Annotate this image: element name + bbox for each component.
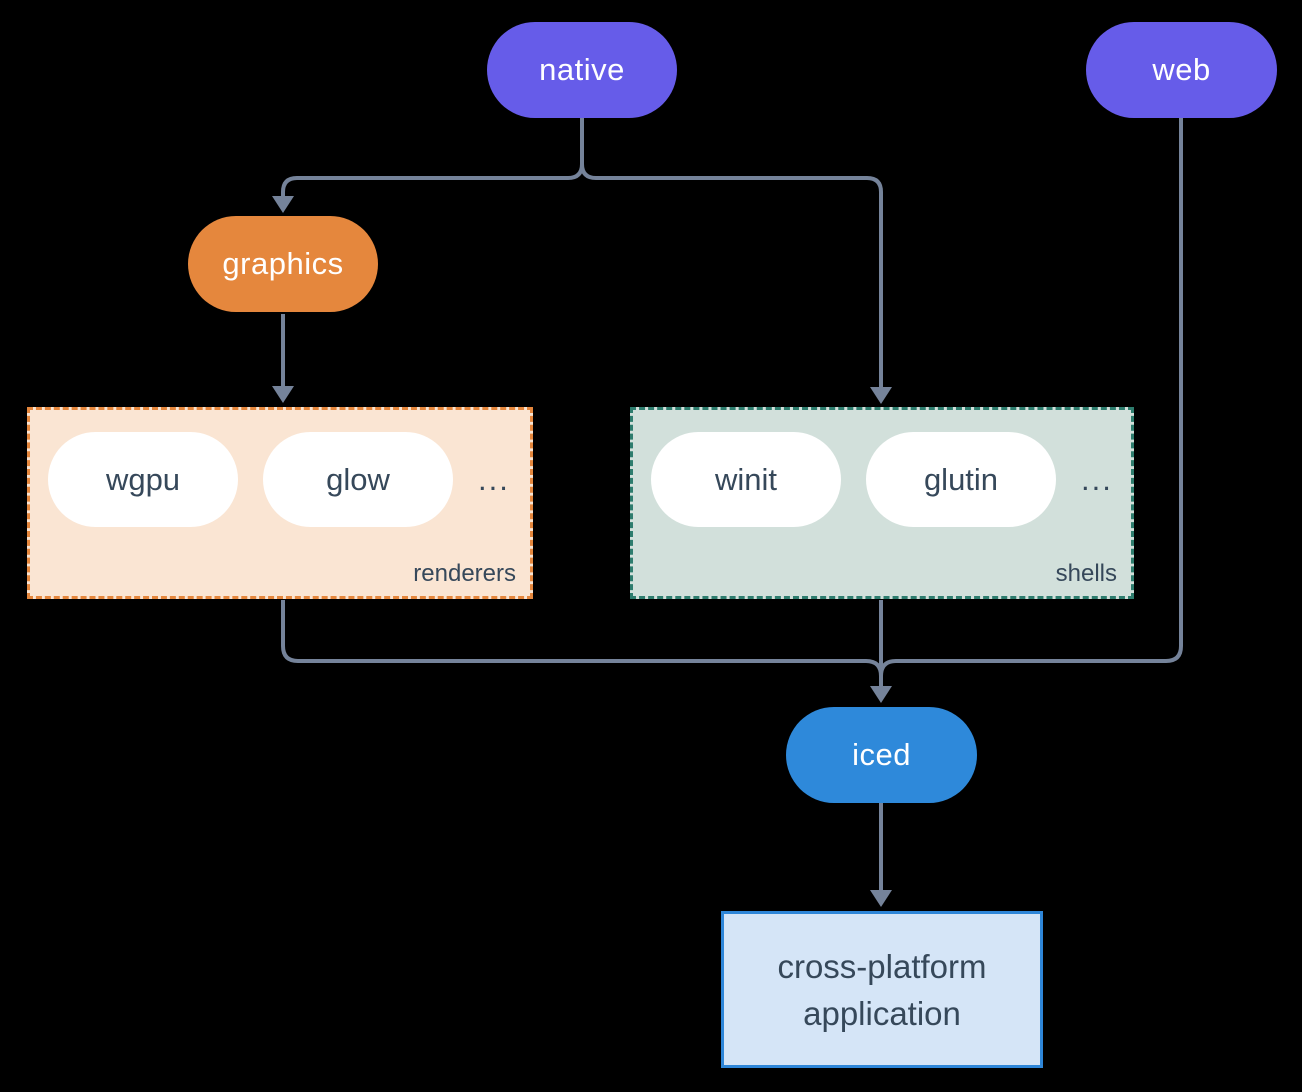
app-box-line2: application	[803, 994, 961, 1032]
chip-winit-label: winit	[714, 461, 777, 497]
node-native: native	[487, 22, 677, 118]
chip-wgpu-label: wgpu	[105, 461, 181, 497]
chip-glutin-label: glutin	[923, 461, 999, 497]
node-iced: iced	[786, 707, 977, 803]
chip-glow-label: glow	[326, 461, 390, 497]
shells-group-label: shells	[1055, 560, 1117, 587]
app-box-line1: cross-platform	[777, 947, 987, 985]
node-web-label: web	[1152, 52, 1211, 87]
shells-ellipsis: ...	[1081, 461, 1113, 497]
node-iced-label: iced	[852, 737, 911, 772]
node-graphics: graphics	[188, 216, 378, 312]
edge-renderers-to-iced	[281, 600, 883, 677]
group-shells: winit glutin ... shells	[630, 407, 1134, 599]
node-graphics-label: graphics	[222, 246, 344, 281]
renderers-chip-row: wgpu glow ...	[48, 432, 510, 527]
chip-winit: winit	[651, 432, 841, 527]
edge-native-to-graphics	[281, 118, 584, 197]
arrowhead-into-shells	[870, 387, 892, 404]
arrowhead-into-application	[870, 890, 892, 907]
chip-glutin: glutin	[866, 432, 1056, 527]
node-web: web	[1086, 22, 1277, 118]
renderers-ellipsis: ...	[478, 461, 510, 497]
renderers-group-label: renderers	[413, 560, 516, 587]
chip-glow: glow	[263, 432, 453, 527]
edge-native-to-shells	[580, 118, 883, 388]
shells-chip-row: winit glutin ...	[651, 432, 1113, 527]
node-cross-platform-application: cross-platform application	[721, 911, 1043, 1068]
group-renderers: wgpu glow ... renderers	[27, 407, 533, 599]
chip-wgpu: wgpu	[48, 432, 238, 527]
node-native-label: native	[539, 52, 625, 87]
arrowhead-into-graphics	[272, 196, 294, 213]
arrowhead-into-renderers	[272, 386, 294, 403]
arrowhead-into-iced	[870, 686, 892, 703]
